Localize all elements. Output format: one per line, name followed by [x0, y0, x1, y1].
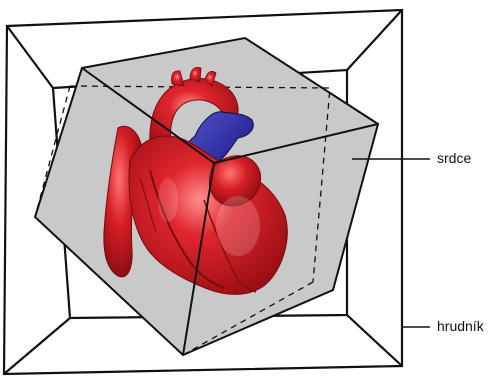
chest-box-edge — [7, 26, 53, 88]
chest-box-edge — [347, 315, 402, 366]
chest-label: hrudník — [437, 319, 484, 333]
chest-box-edge — [347, 10, 402, 70]
heart-label: srdce — [437, 151, 471, 165]
heart-highlight — [158, 178, 178, 222]
heart-highlight — [216, 196, 260, 256]
chest-box-edge — [4, 318, 70, 374]
